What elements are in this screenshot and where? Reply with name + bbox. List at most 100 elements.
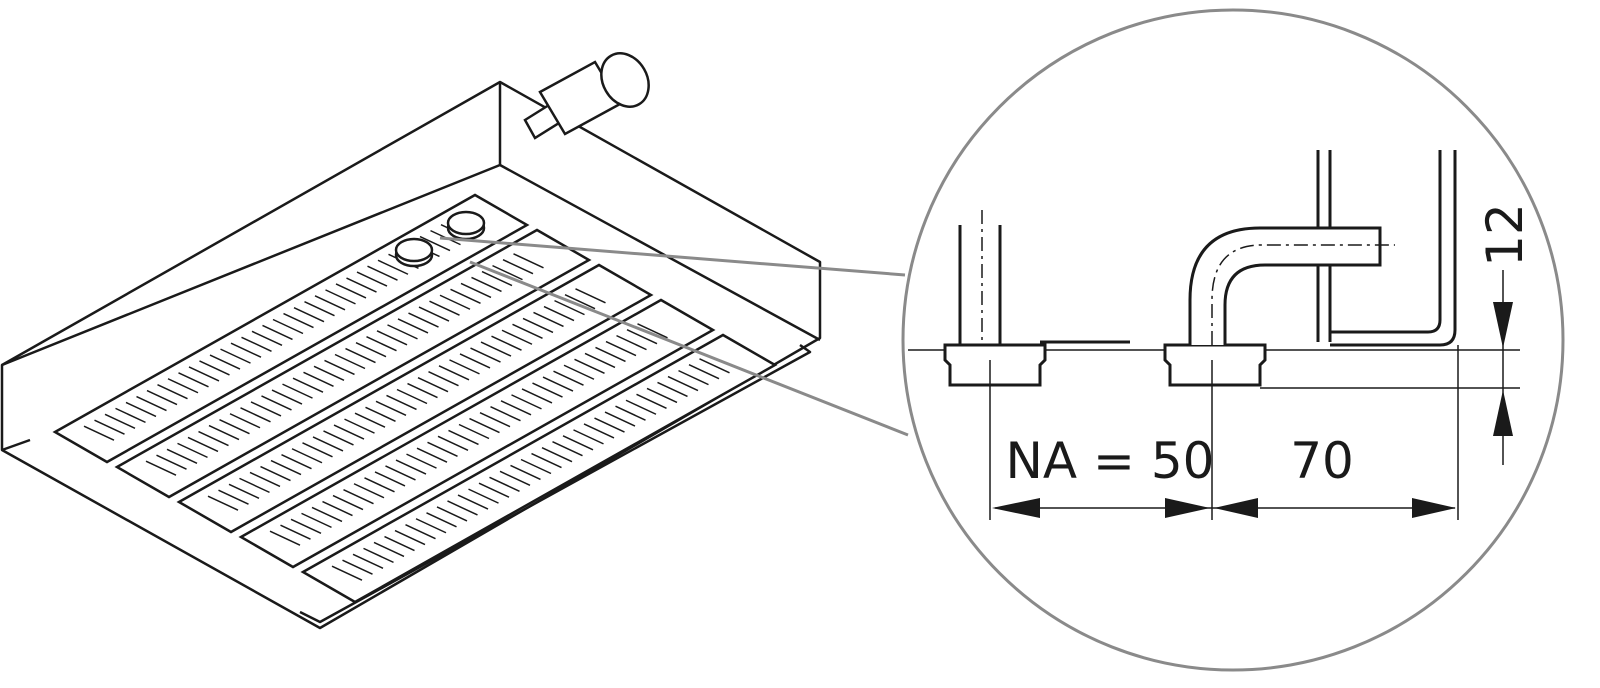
grille-fin [406,453,437,469]
grille-fin [125,401,157,418]
grille-fin [312,436,344,452]
grille-fin [281,453,312,470]
grille-fin [304,301,335,317]
grille-fin [207,495,239,511]
grille-fin [354,412,386,428]
grille-fin [458,423,490,440]
grille-fin [240,407,271,423]
grille-fin [251,330,283,347]
grille-fin [271,389,303,405]
grille-fin [417,376,449,393]
grille-fin [584,352,616,369]
grille-fin [564,294,596,310]
dimension-offset: 70 [1290,432,1354,490]
grille-fin [667,375,699,392]
grille-fin [626,329,658,345]
grille-fin [293,306,325,323]
grille-fin [478,482,510,498]
grille-fin [489,476,520,492]
grille-fin [604,411,636,427]
grille-fin [355,341,387,358]
grille-fin [94,419,125,435]
grille-fin [574,358,605,375]
grille-fin [283,312,314,329]
grille-fin [291,448,323,464]
grille-fin [575,288,606,304]
grille-fin [531,452,562,469]
grille-fin [363,547,394,564]
grille-fin [699,358,730,374]
grille-fin [562,435,594,451]
grille-fin [343,488,374,505]
connection-fittings [394,210,486,268]
grille-fin [290,518,322,534]
grille-fin [595,346,626,363]
grille-fin [447,500,478,516]
grille-fin [198,430,229,447]
grille-fin [428,371,459,387]
grille-fin [501,329,533,345]
grille-fin [457,494,489,510]
grille-fin [209,354,241,370]
grille-fin [83,425,115,441]
grille-fin [407,382,438,399]
grille-fin [239,477,270,494]
grille-fin [459,353,491,369]
grille-fin [292,377,324,393]
thermostat-valve [523,52,650,140]
grille-fin [468,488,499,504]
grille-fin [220,348,251,364]
grille-fin [513,253,544,269]
detail-view [908,150,1520,520]
grille-fin [272,318,304,335]
grille-fin [469,417,500,434]
grille-fin [366,336,397,352]
grille-fin [385,465,416,481]
dimension-connection-spacing: NA = 50 [1006,432,1215,490]
grille-fin [521,388,553,404]
grille-fin [115,407,146,424]
grille-fin [436,506,468,522]
grille-fin [583,423,615,439]
grille-fin [208,424,240,441]
grille-fin [249,471,281,488]
grille-fin [387,324,418,340]
grille-fin [156,454,187,470]
grille-fin [532,382,563,398]
dimension-arrows [992,302,1513,518]
grille-fin [573,429,604,445]
grille-fin [636,393,667,410]
heat-exchanger-grilles [52,193,778,604]
grille-fin [405,523,436,540]
grille-fin [499,470,531,487]
grille-fin [314,295,346,311]
grille-fin [250,401,282,417]
grille-fin [199,360,230,376]
grille-fin [345,347,376,364]
grille-fin [594,417,625,433]
grille-fin [187,436,219,453]
grille-fin [178,372,209,388]
grille-fin [415,518,447,534]
grille-fin [230,342,262,358]
grille-fin [625,399,657,415]
grille-fin [352,553,384,569]
grille-fin [492,264,523,281]
grille-fin [427,441,458,457]
grille-fin [146,389,178,406]
grille-fin [228,483,260,499]
grille-fin [460,282,492,299]
grille-fin [395,459,427,475]
grille-fin [678,369,709,386]
grille-fin [219,418,250,435]
grille-fin [512,323,543,340]
grille-fin [136,395,167,412]
grille-fin [270,459,302,476]
grille-fin [418,306,450,322]
grille-fin [471,276,502,293]
grille-fin [218,489,249,505]
grille-fin [500,400,532,416]
grille-fin [334,353,366,370]
grille-fin [377,259,409,275]
